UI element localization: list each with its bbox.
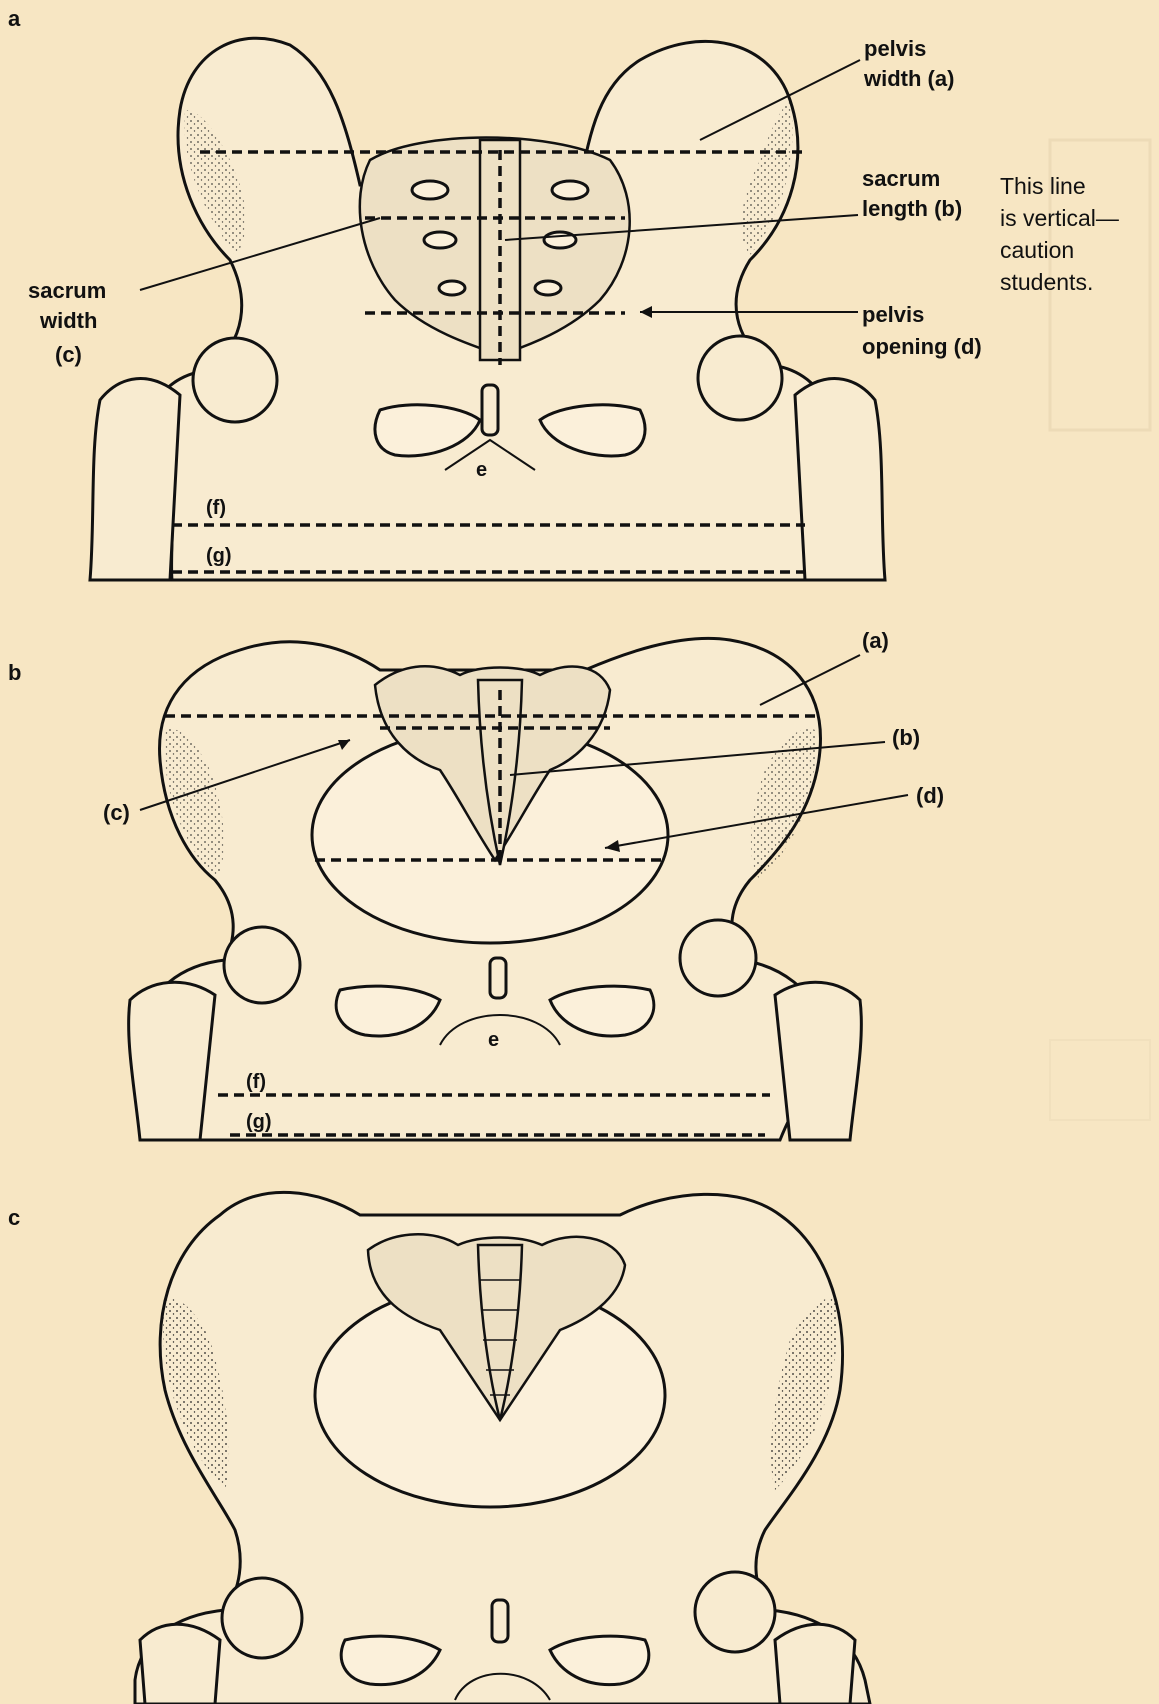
panel-a-sacrum-width-label-1: sacrum <box>28 278 106 303</box>
panel-b-b-label: (b) <box>892 725 920 750</box>
panel-a-note-line-3: caution <box>1000 237 1074 263</box>
panel-a-sacrum-width-label-3: (c) <box>55 342 82 367</box>
panel-a-right-femur <box>795 379 885 580</box>
panel-b-g-label: (g) <box>246 1111 272 1133</box>
panel-a-f-label: (f) <box>206 497 226 519</box>
panel-a-pelvis-opening-label-1: pelvis <box>862 302 924 327</box>
panel-a-sacrum-length-label-1: sacrum <box>862 166 940 191</box>
panel-a-note-line-2: is vertical— <box>1000 205 1119 231</box>
panel-b-f-label: (f) <box>246 1071 266 1093</box>
panel-c-right-femur <box>775 1624 855 1704</box>
panel-a-pelvis-width-label-1: pelvis <box>864 36 926 61</box>
panel-b-left-femur <box>129 982 215 1140</box>
panel-c: c <box>8 1192 870 1704</box>
panel-a-sacrum-length-label-2: length (b) <box>862 196 962 221</box>
panel-a-pelvis-width-label-2: width (a) <box>863 66 954 91</box>
panel-a-left-femur <box>90 379 180 580</box>
panel-a-letter: a <box>8 6 21 31</box>
panel-a: a <box>8 6 1119 580</box>
panel-b: b (a) (b) (c) <box>8 628 944 1140</box>
panel-a-note-line-1: This line <box>1000 173 1086 199</box>
panel-c-left-femoral-head <box>222 1578 302 1658</box>
panel-b-right-femoral-head <box>680 920 756 996</box>
panel-a-e-label: e <box>476 459 487 481</box>
panel-c-pubic-symphysis <box>492 1600 508 1642</box>
panel-a-right-femoral-head <box>698 336 782 420</box>
panel-c-letter: c <box>8 1205 20 1230</box>
panel-a-sacrum-width-label-2: width <box>39 308 97 333</box>
panel-b-e-label: e <box>488 1029 499 1051</box>
panel-a-pubic-symphysis <box>482 385 498 435</box>
panel-b-pubic-symphysis <box>490 958 506 998</box>
panel-a-note-line-4: students. <box>1000 269 1093 295</box>
panel-b-left-femoral-head <box>224 927 300 1003</box>
panel-b-right-femur <box>775 982 861 1140</box>
panel-a-g-label: (g) <box>206 545 232 567</box>
panel-b-letter: b <box>8 660 21 685</box>
panel-b-c-label: (c) <box>103 800 130 825</box>
panel-c-left-femur <box>140 1624 220 1704</box>
panel-c-right-femoral-head <box>695 1572 775 1652</box>
panel-a-left-femoral-head <box>193 338 277 422</box>
panel-b-d-label: (d) <box>916 783 944 808</box>
panel-b-a-label: (a) <box>862 628 889 653</box>
panel-a-pelvis-opening-label-2: opening (d) <box>862 334 982 359</box>
